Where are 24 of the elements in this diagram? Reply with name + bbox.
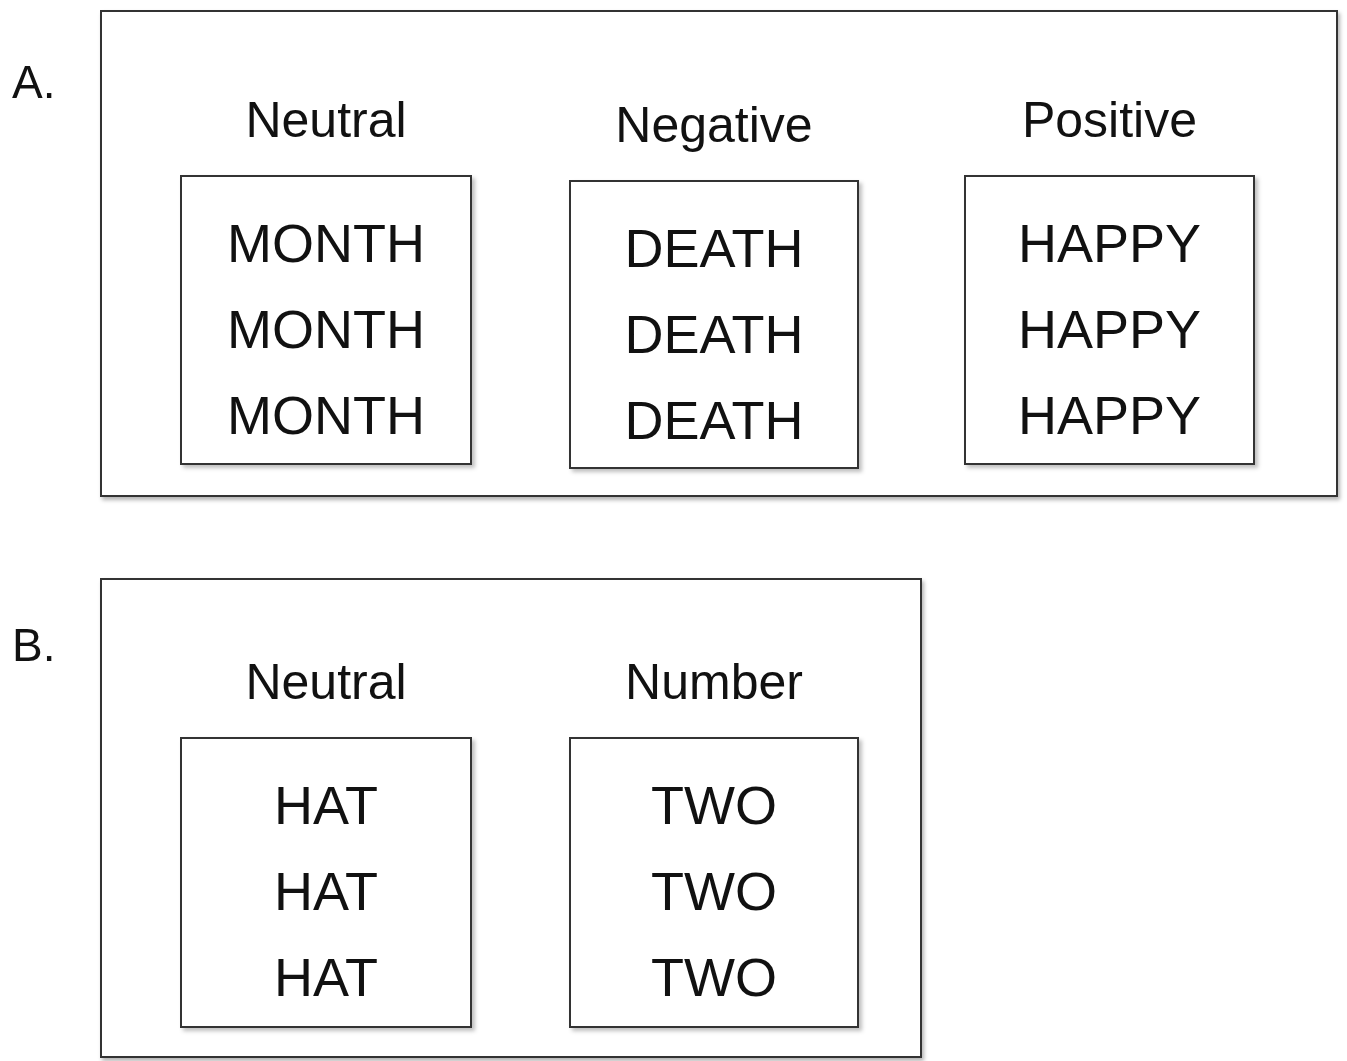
- word-stimulus: MONTH: [226, 212, 426, 275]
- word-stimulus: DEATH: [623, 217, 805, 280]
- category-heading: Neutral: [244, 91, 408, 149]
- word-stimulus: DEATH: [623, 389, 805, 452]
- word-stimulus: TWO: [650, 774, 778, 837]
- group-panel: [100, 578, 922, 1058]
- panel-letter: B.: [12, 618, 56, 672]
- word-stimulus: DEATH: [623, 303, 805, 366]
- word-stimulus: HAT: [273, 774, 379, 837]
- category-heading: Negative: [614, 96, 814, 154]
- category-heading: Positive: [1020, 91, 1199, 149]
- word-stimulus: HAPPY: [1016, 384, 1203, 447]
- word-stimulus: HAT: [273, 946, 379, 1009]
- word-stimulus: TWO: [650, 860, 778, 923]
- word-stimulus: MONTH: [226, 298, 426, 361]
- word-stimulus: HAPPY: [1016, 212, 1203, 275]
- category-heading: Number: [624, 653, 804, 711]
- panel-letter: A.: [12, 55, 56, 109]
- group-panel: [100, 10, 1338, 497]
- category-heading: Neutral: [244, 653, 408, 711]
- word-stimulus: MONTH: [226, 384, 426, 447]
- word-stimulus: TWO: [650, 946, 778, 1009]
- word-stimulus: HAPPY: [1016, 298, 1203, 361]
- word-stimulus: HAT: [273, 860, 379, 923]
